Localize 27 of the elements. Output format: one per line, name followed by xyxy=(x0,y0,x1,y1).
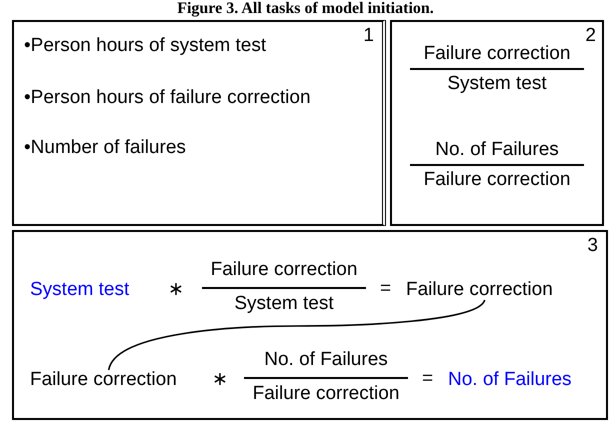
fraction-denominator: Failure correction xyxy=(252,382,400,406)
formula-term: System test xyxy=(30,278,130,302)
fraction-denominator: System test xyxy=(446,72,548,96)
fraction-numerator: Failure correction xyxy=(210,258,358,282)
fraction-numerator: Failure correction xyxy=(422,42,572,66)
equals-sign: = xyxy=(380,277,392,301)
list-item: •Person hours of failure correction xyxy=(24,86,311,110)
formula-term: Failure correction xyxy=(406,278,553,302)
fraction-denominator: System test xyxy=(233,292,335,316)
panel-number: 3 xyxy=(587,234,598,258)
formula-term: No. of Failures xyxy=(448,368,572,392)
list-item: •Person hours of system test xyxy=(24,34,266,58)
panel xyxy=(12,20,386,226)
fraction-numerator: No. of Failures xyxy=(263,348,389,372)
panel-number: 2 xyxy=(585,24,596,48)
connector-curve xyxy=(108,300,486,370)
multiply-sign: ∗ xyxy=(212,368,228,392)
multiply-sign: ∗ xyxy=(168,278,184,302)
panel xyxy=(390,20,604,226)
fraction-numerator: No. of Failures xyxy=(434,138,560,162)
panel-number: 1 xyxy=(363,24,374,48)
formula-term: Failure correction xyxy=(30,368,177,392)
equals-sign: = xyxy=(422,367,434,391)
figure-title: Figure 3. All tasks of model initiation. xyxy=(176,0,435,18)
panel xyxy=(12,230,608,420)
list-item: •Number of failures xyxy=(24,136,186,160)
fraction-denominator: Failure correction xyxy=(422,168,572,192)
